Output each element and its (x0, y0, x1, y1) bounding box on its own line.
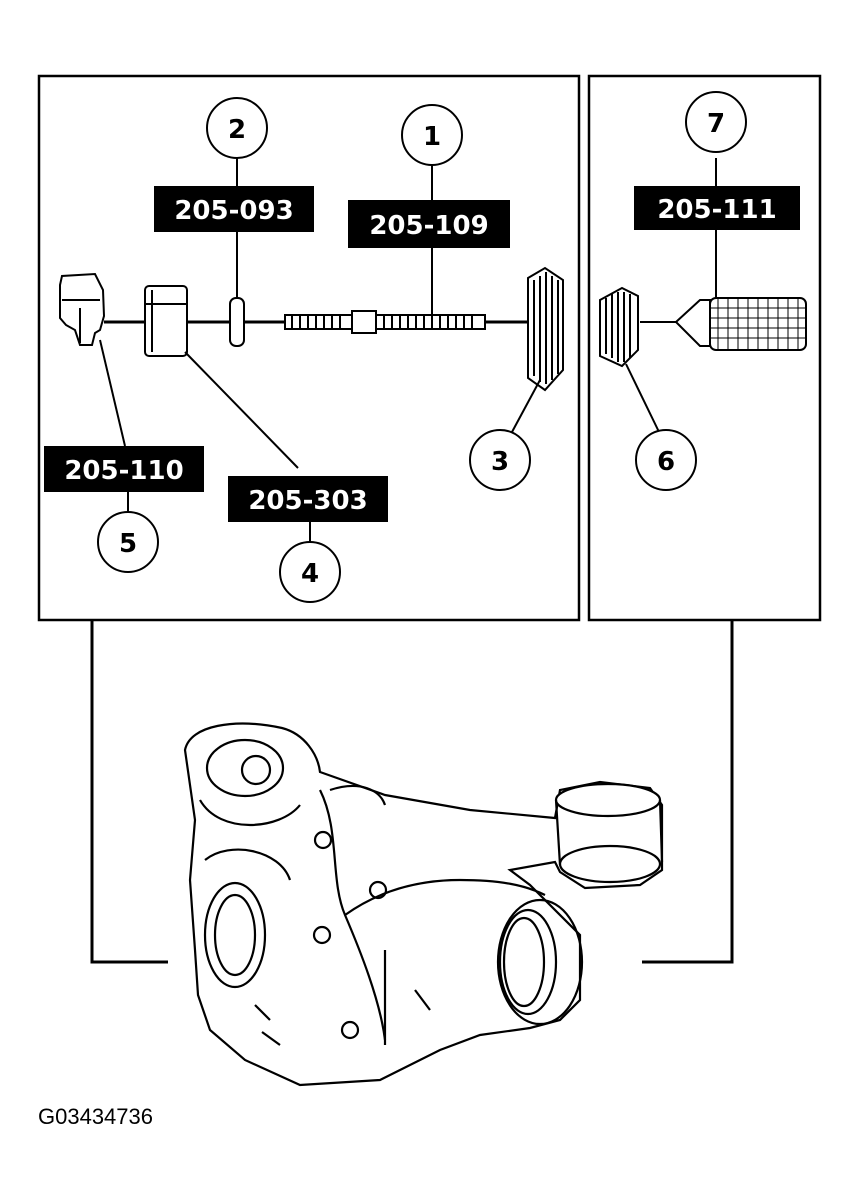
callout-circle-3 (469, 429, 531, 491)
callout-number-2: 2 (228, 115, 246, 145)
callout-number-1: 1 (423, 122, 441, 152)
callout-number-6: 6 (657, 447, 675, 477)
bearing-cone-shape (599, 286, 639, 368)
callout-number-3: 3 (491, 447, 509, 477)
callout-circle-2 (206, 97, 268, 159)
leader-5 (99, 339, 126, 447)
callout-circle-6 (635, 429, 697, 491)
tool-205-109-shape (284, 310, 486, 334)
tool-tag-205-111 (634, 186, 800, 230)
figure-reference-code: G03434736 (38, 1104, 153, 1129)
right-panel-frame (587, 74, 822, 622)
tool-205-303-shape (144, 285, 188, 357)
leader-3 (511, 379, 541, 433)
tool-label-205-303: 205-303 (248, 486, 367, 516)
tool-label-205-093: 205-093 (174, 196, 293, 226)
differential-housing-shape (183, 722, 664, 1087)
tool-205-110-shape (59, 272, 106, 346)
right-connector-line (642, 620, 734, 964)
leader-4 (184, 351, 299, 469)
tool-label-205-109: 205-109 (369, 211, 488, 241)
callout-number-7: 7 (707, 109, 725, 139)
tool-205-093-shape (229, 297, 245, 347)
callout-circle-7 (685, 91, 747, 153)
callout-circle-4 (279, 541, 341, 603)
callout-circle-5 (97, 511, 159, 573)
tool-label-205-110: 205-110 (64, 456, 183, 486)
leader-6 (625, 363, 661, 435)
tool-label-205-111: 205-111 (657, 195, 776, 225)
tool-tag-205-093 (154, 186, 314, 232)
tool-205-111-shape (674, 297, 807, 351)
tool-tag-205-110 (44, 446, 204, 492)
tool-tag-205-109 (348, 200, 510, 248)
callout-circle-1 (401, 104, 463, 166)
tool-tag-205-303 (228, 476, 388, 522)
left-connector-line (90, 620, 168, 964)
callout-number-4: 4 (301, 559, 319, 589)
left-panel-frame (37, 74, 581, 622)
pinion-gear-shape (527, 266, 564, 392)
callout-number-5: 5 (119, 529, 137, 559)
